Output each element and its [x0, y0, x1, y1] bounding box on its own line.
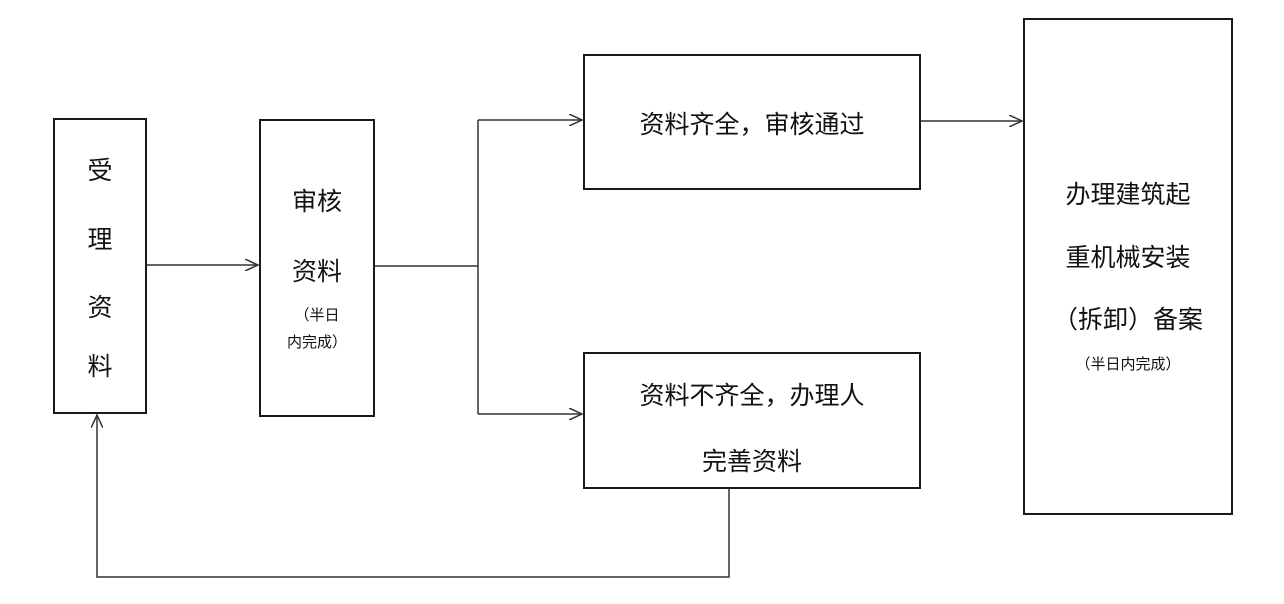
filing-line-2: 重机械安装: [1065, 243, 1191, 272]
materials-incomplete-line-2: 完善资料: [701, 447, 802, 476]
filing-duration-note: （半日内完成）: [1075, 355, 1181, 373]
review-duration-line-1: （半日: [294, 306, 340, 324]
receive-char-4: 料: [87, 352, 113, 381]
receive-char-1: 受: [87, 156, 113, 185]
filing-box: 办理建筑起 重机械安装 （拆卸）备案 （半日内完成）: [1023, 18, 1233, 515]
receive-materials-box: 受 理 资 料: [53, 118, 147, 414]
review-materials-box: 审核 资料 （半日 内完成）: [259, 119, 375, 417]
materials-incomplete-line-1: 资料不齐全，办理人: [639, 381, 865, 410]
receive-char-2: 理: [87, 225, 113, 254]
arrow-feedback-to-receive: [97, 415, 730, 578]
filing-line-3: （拆卸）备案: [1052, 305, 1203, 334]
receive-char-3: 资: [87, 293, 113, 322]
filing-line-1: 办理建筑起: [1065, 180, 1191, 209]
review-title-line-1: 审核: [291, 187, 342, 216]
review-duration-line-2: 内完成）: [286, 333, 347, 351]
materials-complete-text: 资料齐全，审核通过: [639, 110, 865, 139]
materials-complete-box: 资料齐全，审核通过: [583, 54, 921, 190]
materials-incomplete-box: 资料不齐全，办理人 完善资料: [583, 352, 921, 489]
review-title-line-2: 资料: [291, 257, 342, 286]
